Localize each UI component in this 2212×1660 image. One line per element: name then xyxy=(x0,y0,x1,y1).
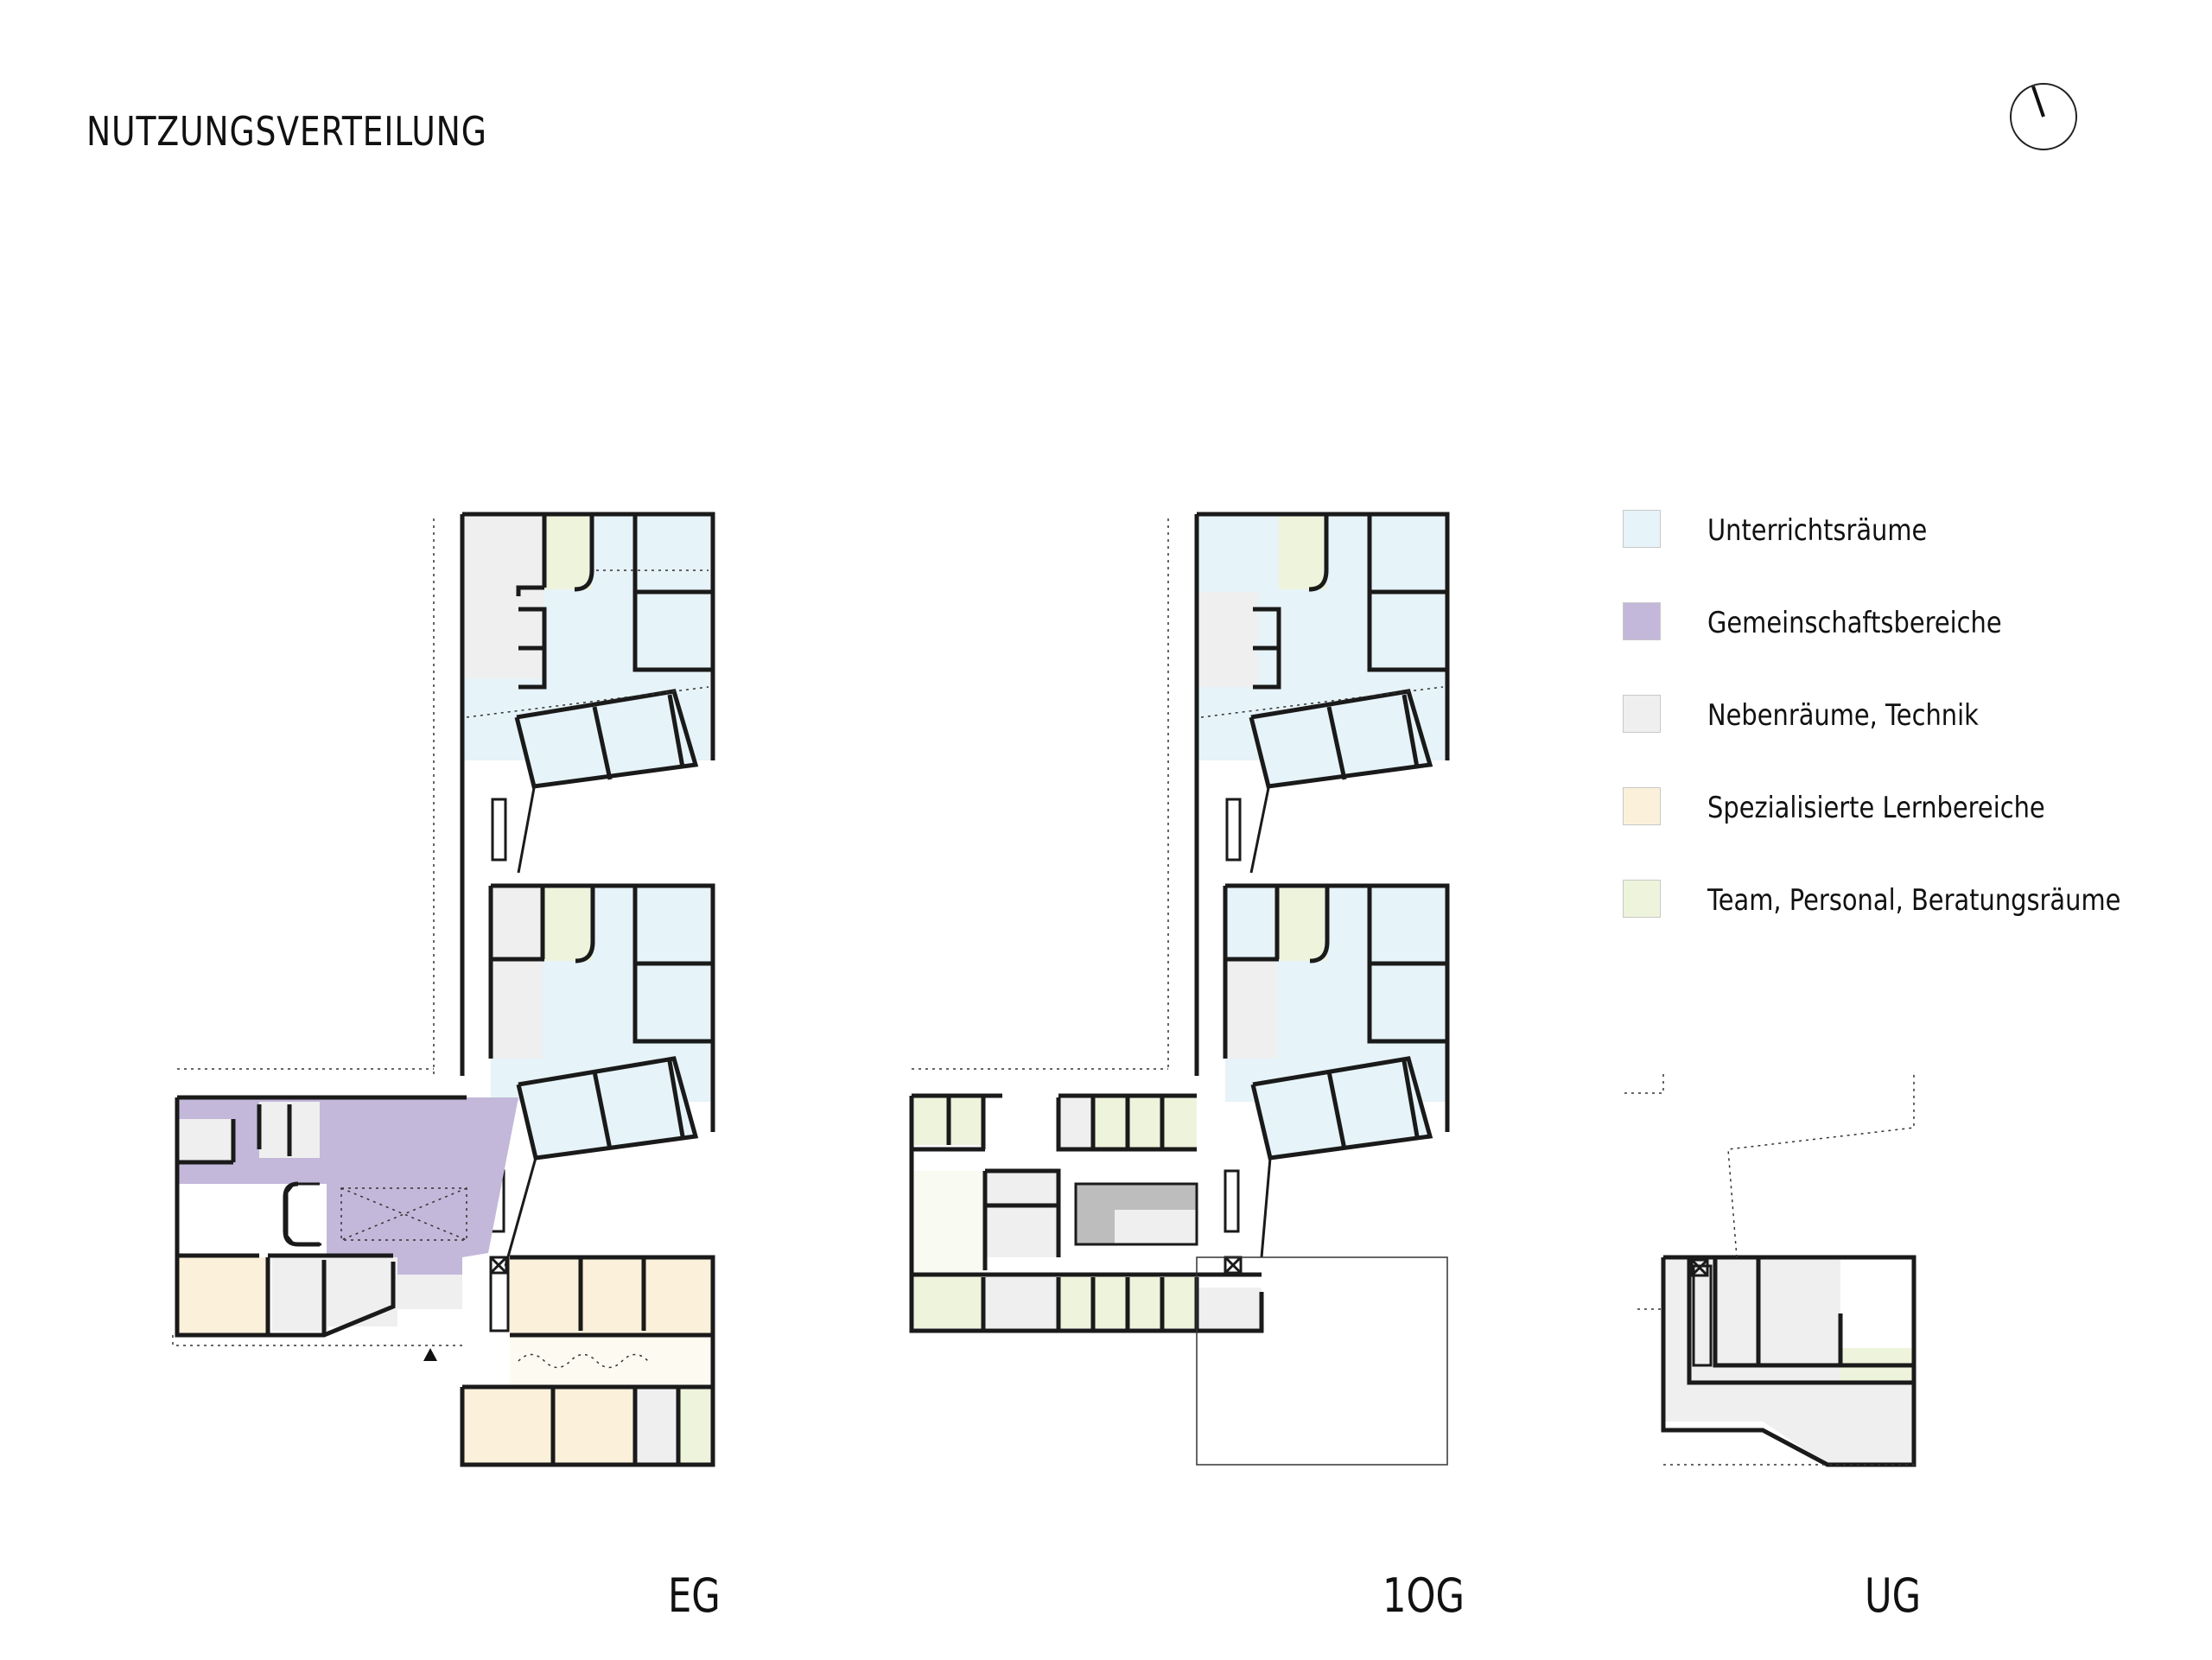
legend-swatch xyxy=(1623,602,1661,640)
page-title: NUTZUNGSVERTEILUNG xyxy=(86,108,487,155)
corridor-area xyxy=(510,1335,713,1387)
service-room xyxy=(1225,959,1277,1059)
classroom-angled xyxy=(517,691,696,786)
special-learning-room xyxy=(510,1257,713,1335)
special-learning-room xyxy=(462,1387,635,1465)
classroom-angled xyxy=(1253,1059,1430,1158)
plan-label-ug: UG xyxy=(1865,1568,1922,1623)
legend-label: Team, Personal, Beratungsräume xyxy=(1707,883,2121,918)
legend-label: Spezialisierte Lernbereiche xyxy=(1707,791,2045,825)
open-area xyxy=(1840,1259,1914,1348)
legend-item: Team, Personal, Beratungsräume xyxy=(1623,880,2193,921)
service-room xyxy=(1197,1288,1262,1328)
team-room xyxy=(544,516,592,589)
plan-eg xyxy=(172,512,715,1467)
legend-item: Unterrichtsräume xyxy=(1623,510,2193,551)
team-room xyxy=(678,1387,713,1465)
service-room xyxy=(462,514,544,678)
legend-label: Unterrichtsräume xyxy=(1707,513,1928,548)
legend-swatch xyxy=(1623,787,1661,825)
team-room xyxy=(914,1275,983,1328)
service-room xyxy=(635,1387,678,1465)
north-arrow-icon xyxy=(2010,83,2077,150)
service-room xyxy=(985,1171,1058,1257)
team-room xyxy=(914,1171,983,1275)
legend-swatch xyxy=(1623,695,1661,733)
legend-swatch xyxy=(1623,510,1661,548)
team-room xyxy=(1277,887,1327,961)
service-room xyxy=(177,1119,233,1162)
void-atrium xyxy=(1115,1210,1197,1244)
team-room xyxy=(1279,516,1326,589)
classroom-angled xyxy=(518,1059,696,1158)
team-room xyxy=(543,887,593,961)
classroom-angled xyxy=(1251,691,1430,786)
service-room xyxy=(985,1275,1058,1328)
legend-item: Gemeinschaftsbereiche xyxy=(1623,602,2193,644)
plan-ug xyxy=(1624,1072,1918,1467)
plan-1og xyxy=(909,512,1450,1466)
legend-swatch xyxy=(1623,880,1661,918)
plan-label-eg: EG xyxy=(668,1568,721,1623)
entrance-marker-icon xyxy=(423,1348,437,1361)
legend-item: Nebenräume, Technik xyxy=(1623,695,2193,736)
legend-label: Nebenräume, Technik xyxy=(1707,698,1979,733)
service-room xyxy=(272,1257,328,1331)
special-learning-room xyxy=(177,1257,268,1333)
legend-item: Spezialisierte Lernbereiche xyxy=(1623,787,2193,829)
service-room xyxy=(328,1257,397,1326)
service-room xyxy=(1058,1097,1093,1149)
building-outline xyxy=(1196,1256,1448,1466)
service-room xyxy=(397,1275,462,1309)
plan-label-1og: 1OG xyxy=(1382,1568,1465,1623)
service-room xyxy=(1197,592,1257,687)
service-room xyxy=(491,886,543,1059)
legend-label: Gemeinschaftsbereiche xyxy=(1707,606,2002,640)
